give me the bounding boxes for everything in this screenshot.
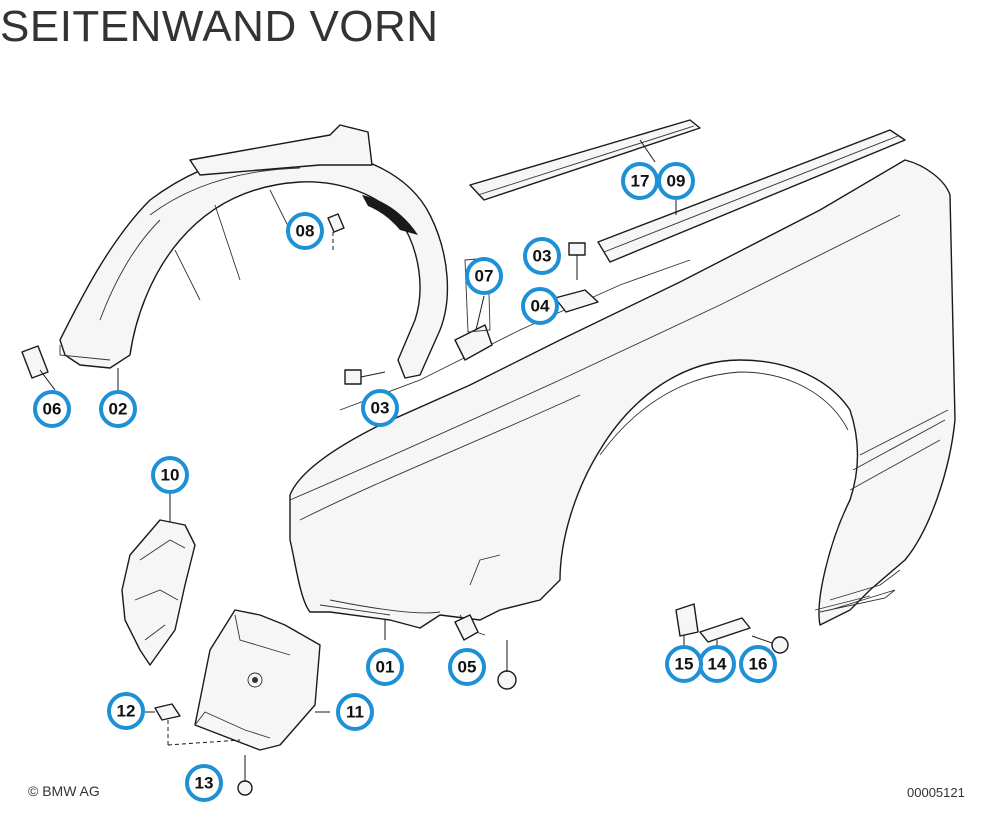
wheel-arch-liner-drawing — [59, 124, 449, 379]
callout-label: 16 — [749, 655, 768, 674]
callout-label: 17 — [631, 172, 650, 191]
catalog-number: 00005121 — [907, 785, 965, 800]
callout-label: 14 — [708, 655, 727, 674]
callout-label: 01 — [376, 658, 395, 677]
callout-03-upper[interactable]: 03 — [523, 237, 561, 275]
callout-label: 15 — [675, 655, 694, 674]
callout-12[interactable]: 12 — [107, 692, 145, 730]
callout-label: 11 — [346, 703, 364, 722]
callout-label: 12 — [117, 702, 136, 721]
callout-label: 04 — [531, 297, 550, 316]
hardware-drawings — [21, 213, 789, 796]
callout-01[interactable]: 01 — [366, 648, 404, 686]
callout-17[interactable]: 17 — [621, 162, 659, 200]
callout-11[interactable]: 11 — [336, 693, 374, 731]
cover-plate-drawing — [194, 609, 321, 751]
callout-13[interactable]: 13 — [185, 764, 223, 802]
copyright-notice: © BMW AG — [28, 783, 100, 799]
callout-label: 07 — [475, 267, 494, 286]
callout-08[interactable]: 08 — [286, 212, 324, 250]
side-panel-drawing — [289, 159, 956, 636]
callout-label: 05 — [458, 658, 477, 677]
callout-15[interactable]: 15 — [665, 645, 703, 683]
page-title: SEITENWAND VORN — [0, 2, 439, 51]
callout-label: 03 — [371, 399, 390, 418]
callout-04[interactable]: 04 — [521, 287, 559, 325]
cover-drawing — [121, 519, 196, 666]
callout-09[interactable]: 09 — [657, 162, 695, 200]
callout-label: 13 — [195, 774, 214, 793]
callout-label: 03 — [533, 247, 552, 266]
callout-label: 08 — [296, 222, 315, 241]
callout-06[interactable]: 06 — [33, 390, 71, 428]
callout-16[interactable]: 16 — [739, 645, 777, 683]
callout-02[interactable]: 02 — [99, 390, 137, 428]
callout-05[interactable]: 05 — [448, 648, 486, 686]
callout-label: 02 — [109, 400, 128, 419]
callout-label: 10 — [161, 466, 180, 485]
callout-14[interactable]: 14 — [698, 645, 736, 683]
callout-label: 09 — [667, 172, 686, 191]
callout-03-left[interactable]: 03 — [361, 389, 399, 427]
seal-strip-drawing — [469, 119, 906, 263]
callout-10[interactable]: 10 — [151, 456, 189, 494]
callout-07[interactable]: 07 — [465, 257, 503, 295]
callout-label: 06 — [43, 400, 62, 419]
leader-lines — [39, 139, 718, 713]
